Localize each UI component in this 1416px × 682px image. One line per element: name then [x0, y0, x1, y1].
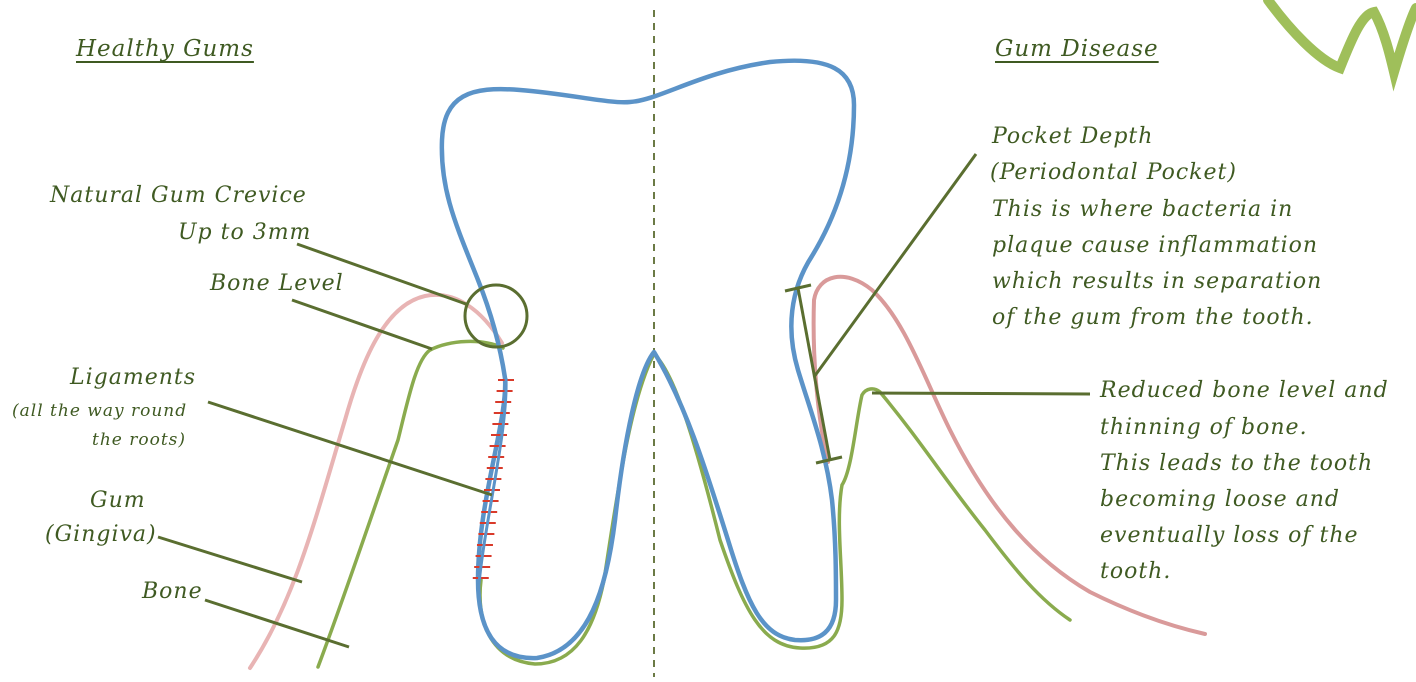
label-reduced-6: tooth.: [1100, 561, 1171, 583]
corner-logo-icon: [1268, 0, 1416, 72]
left-bone-line: [318, 341, 503, 667]
label-ligaments: Ligaments: [70, 367, 196, 389]
leader-ligaments: [208, 402, 492, 495]
leader-gum: [158, 537, 302, 582]
label-natural-gum-crevice: Natural Gum Crevice: [50, 185, 307, 207]
label-pocket-text-6: of the gum from the tooth.: [992, 307, 1314, 329]
leader-reduced-bone: [872, 393, 1090, 394]
label-pocket-depth: Pocket Depth: [992, 126, 1153, 148]
leader-bone: [205, 600, 349, 647]
heading-healthy-gums: Healthy Gums: [76, 38, 254, 61]
label-reduced-3: This leads to the tooth: [1100, 453, 1373, 475]
label-reduced-2: thinning of bone.: [1100, 417, 1308, 439]
label-ligaments-note-2: the roots): [92, 432, 186, 449]
label-pocket-text-4: plaque cause inflammation: [992, 235, 1318, 257]
label-reduced-1: Reduced bone level and: [1100, 380, 1389, 402]
label-bone-level: Bone Level: [210, 273, 344, 295]
label-bone: Bone: [142, 581, 203, 603]
label-reduced-4: becoming loose and: [1100, 489, 1340, 511]
label-pocket-text-5: which results in separation: [992, 271, 1322, 293]
label-ligaments-note-1: (all the way round: [12, 403, 187, 420]
left-gum-line: [250, 295, 502, 668]
leader-bone-level: [292, 300, 432, 349]
label-reduced-5: eventually loss of the: [1100, 525, 1359, 547]
label-periodontal-pocket: (Periodontal Pocket): [990, 162, 1237, 184]
root-bone-line: [480, 354, 1070, 664]
leader-pocket: [814, 154, 976, 377]
label-pocket-text-3: This is where bacteria in: [992, 199, 1293, 221]
label-up-to-3mm: Up to 3mm: [178, 222, 311, 244]
tooth-outline: [442, 61, 854, 658]
label-gum: Gum: [90, 490, 146, 512]
label-gingiva: (Gingiva): [45, 524, 157, 546]
heading-gum-disease: Gum Disease: [995, 38, 1159, 61]
